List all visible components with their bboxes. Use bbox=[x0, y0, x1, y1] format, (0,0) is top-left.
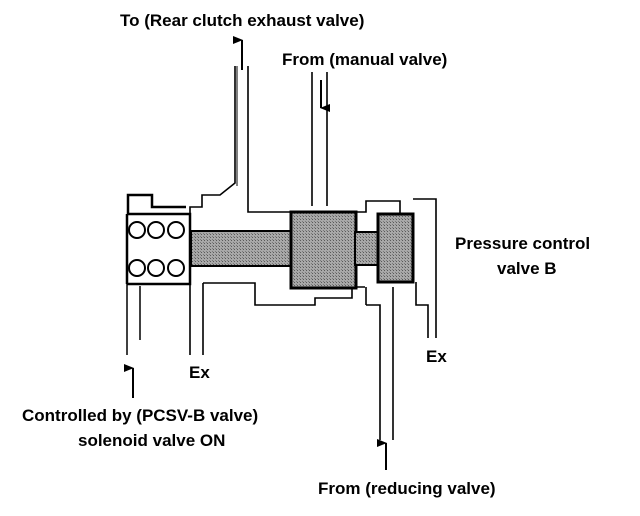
label-pcv-line1: Pressure control bbox=[455, 234, 591, 253]
label-from-reducing-valve: From (reducing valve) bbox=[318, 479, 496, 498]
valve-body bbox=[189, 66, 437, 440]
label-to-rear-clutch: To (Rear clutch exhaust valve) bbox=[120, 11, 365, 30]
spring-chamber bbox=[125, 193, 192, 355]
spool-land-right bbox=[376, 212, 415, 284]
label-ex-right: Ex bbox=[426, 347, 447, 366]
label-controlled-line2: solenoid valve ON bbox=[78, 431, 226, 450]
label-pcv-line2: valve B bbox=[497, 259, 557, 278]
label-from-manual-valve: From (manual valve) bbox=[282, 50, 448, 69]
spool-stem bbox=[190, 230, 296, 267]
label-controlled-line1: Controlled by (PCSV-B valve) bbox=[22, 406, 259, 425]
spool-stem-right bbox=[354, 231, 381, 266]
spring-coils bbox=[128, 221, 185, 277]
spool-land-middle bbox=[289, 210, 358, 290]
label-ex-left: Ex bbox=[189, 363, 210, 382]
